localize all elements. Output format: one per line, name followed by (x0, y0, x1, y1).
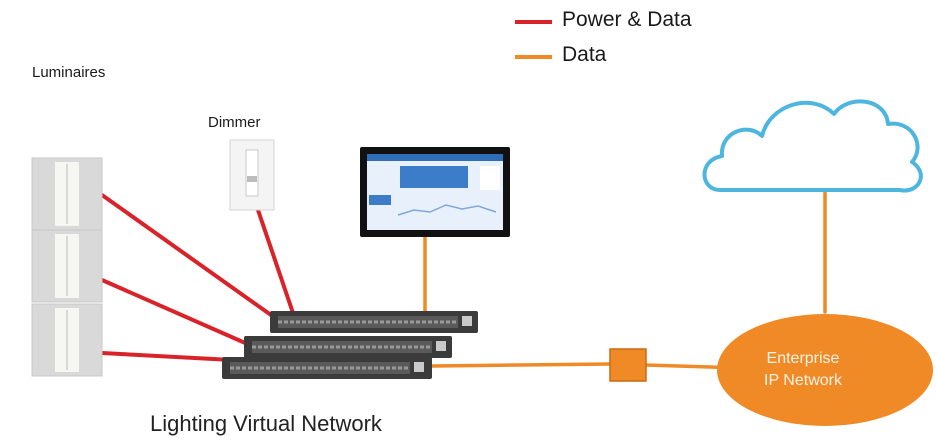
switch-icon (244, 336, 452, 358)
cloud-icon (702, 99, 923, 193)
monitor-icon (360, 147, 510, 237)
switch-icon (270, 311, 478, 333)
link-luminaire-2 (100, 278, 254, 348)
dimmer-label: Dimmer (208, 114, 261, 131)
switch-icon (222, 357, 432, 379)
link-luminaire-3 (100, 351, 234, 362)
enterprise-network-ellipse (717, 314, 933, 426)
enterprise-label-line-1: Enterprise (766, 350, 840, 367)
luminaires-label: Luminaires (32, 64, 106, 81)
link-switch-connector (430, 362, 612, 368)
enterprise-label-line-2: IP Network (764, 372, 842, 389)
luminaire-icon (31, 303, 103, 377)
link-luminaire-1 (100, 193, 280, 322)
link-dimmer (256, 208, 295, 315)
power-data-links (100, 193, 295, 362)
connector-icon (609, 348, 647, 382)
legend-power-label: Power & Data (562, 8, 692, 31)
luminaire-icon (31, 157, 103, 231)
enterprise-network-label: Enterprise IP Network (718, 348, 888, 392)
dimmer-icon (229, 139, 275, 211)
diagram-caption: Lighting Virtual Network (150, 411, 382, 436)
legend-data-label: Data (562, 43, 607, 66)
luminaire-icon (31, 229, 103, 303)
